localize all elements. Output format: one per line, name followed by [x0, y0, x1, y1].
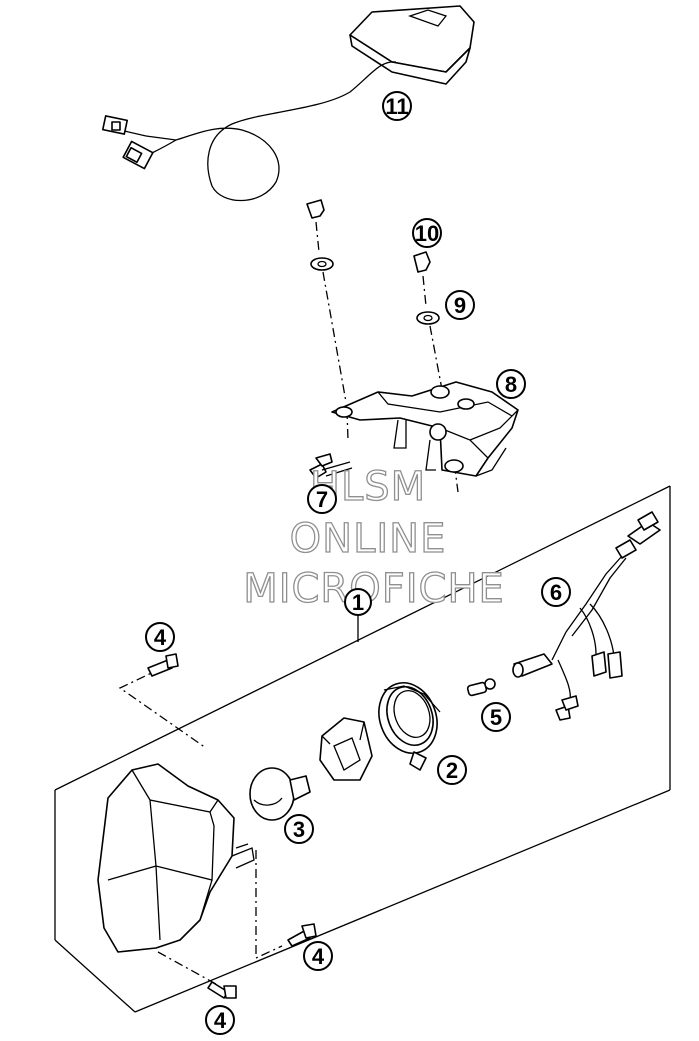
callout-11-label: 11: [385, 94, 408, 119]
callout-5-label: 5: [490, 705, 502, 730]
callout-8-label: 8: [505, 372, 517, 397]
watermark: HLSM ONLINE MICROFICHE: [243, 463, 505, 612]
callout-9-label: 9: [454, 293, 466, 318]
callout-4-top-label: 4: [154, 625, 167, 650]
callout-6: 6: [541, 577, 571, 607]
callout-6-label: 6: [550, 580, 562, 605]
callout-2: 2: [437, 755, 467, 785]
callout-4-right-label: 4: [312, 944, 325, 969]
part-5-parking-bulb: [466, 678, 496, 697]
part-6-wiring-harness: [512, 511, 661, 721]
callout-5: 5: [481, 702, 511, 732]
part-8-headlight-bracket: [309, 381, 519, 479]
callout-group: 1 2 3 4 4 4 5 6: [145, 91, 571, 1035]
callout-4-top: 4: [145, 622, 175, 652]
bulb-holder-ring: [319, 717, 373, 781]
part-4-screw-right: [287, 923, 317, 947]
callout-3-label: 3: [293, 817, 305, 842]
headlight-housing: [97, 763, 255, 953]
part-1-assembly-outline: [54, 485, 671, 1013]
callout-3: 3: [284, 814, 314, 844]
part-11-tail-light-assembly: [101, 5, 475, 202]
watermark-line-3: MICROFICHE: [243, 566, 505, 612]
callout-7-label: 7: [316, 487, 328, 512]
callout-10-label: 10: [415, 221, 439, 246]
callout-2-label: 2: [446, 758, 458, 783]
part-2-dust-cover: [378, 682, 441, 771]
part-4-screw-top: [147, 653, 179, 677]
part-4-screw-bottom: [207, 981, 237, 999]
callout-9: 9: [445, 290, 475, 320]
callout-11: 11: [382, 91, 412, 121]
callout-4-right: 4: [303, 941, 333, 971]
callout-7: 7: [307, 484, 337, 514]
callout-4-bottom: 4: [205, 1005, 235, 1035]
callout-4-bottom-label: 4: [214, 1008, 227, 1033]
watermark-line-2: ONLINE: [290, 516, 447, 562]
callout-10: 10: [412, 218, 442, 248]
callout-8: 8: [496, 369, 526, 399]
callout-1-label: 1: [352, 590, 364, 615]
callout-1: 1: [344, 588, 372, 616]
part-3-headlight-bulb: [249, 767, 311, 821]
